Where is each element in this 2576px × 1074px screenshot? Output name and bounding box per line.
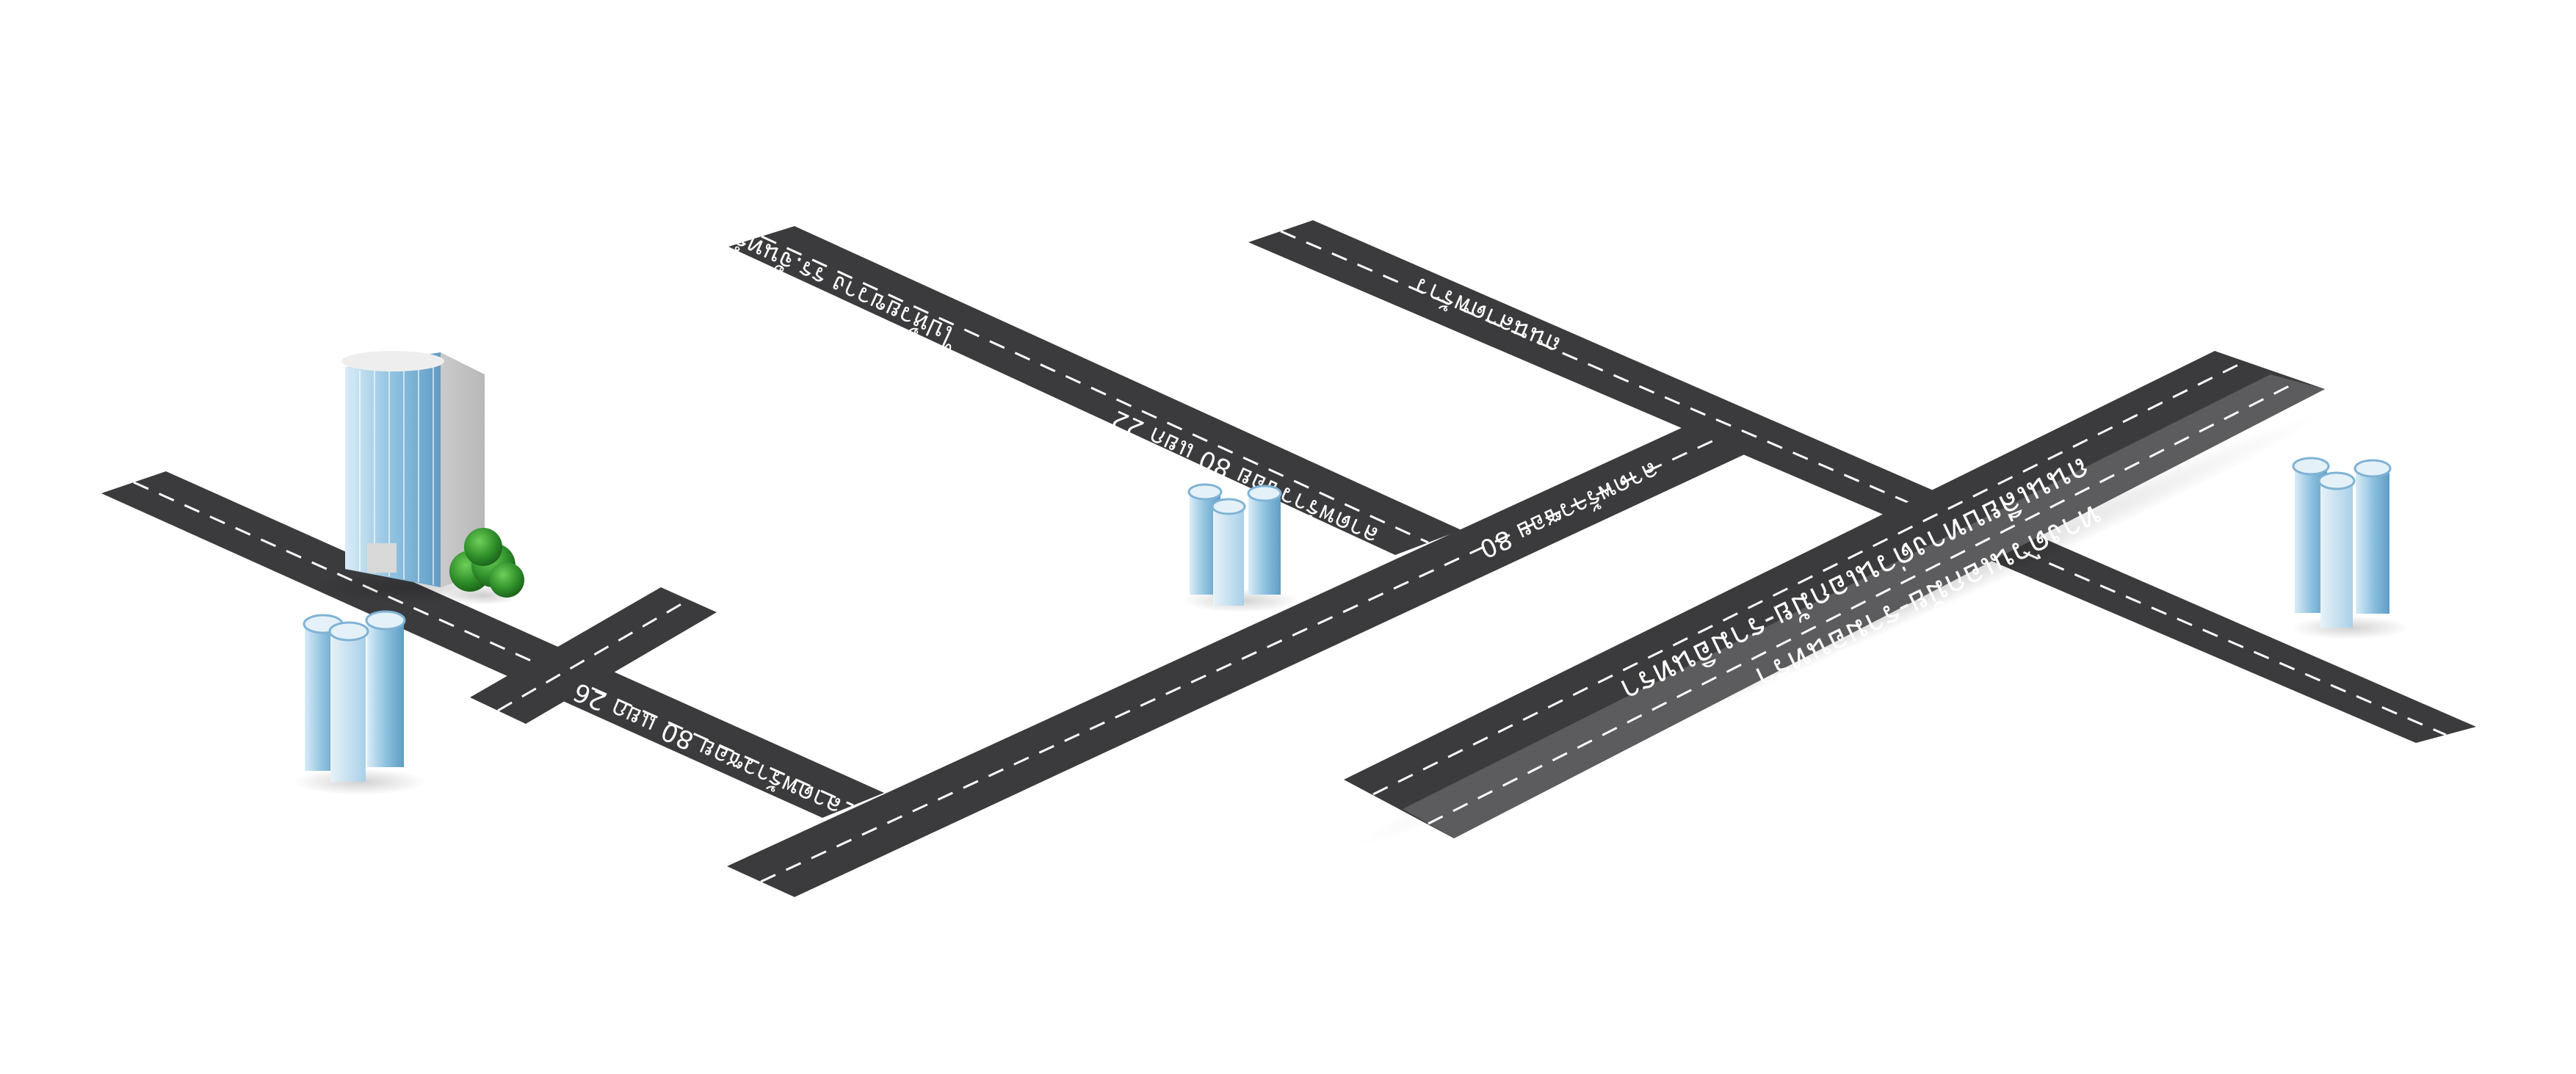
road-label-school-direction: ไปห้วยขวาง รร.จันทร์หุ่นบำเพ็ญ (627, 178, 963, 352)
road-left-spur (470, 587, 717, 724)
road-label-lat-phrao-80: ลาดพร้าวซอย 80 (1475, 455, 1663, 564)
tree-icon (448, 528, 524, 605)
office-tower-icon (308, 351, 514, 603)
condominium-icon-center (1182, 483, 1300, 612)
road-ekkamai-ramindra-expressway (1344, 351, 2325, 838)
road-lat-phrao-80 (727, 427, 1748, 897)
landmarks (294, 351, 2409, 795)
road-lat-phrao-80-26 (101, 471, 884, 818)
condominium-icon-right (2291, 457, 2409, 639)
road-label-lat-phrao-80-26: ลาดพร้าวซอย 80 แยก 26 (569, 676, 847, 821)
road-lat-phrao-main (1248, 220, 2476, 743)
road-school-direction (728, 226, 1461, 555)
roads (101, 220, 2476, 897)
condominium-icon-left (294, 610, 426, 795)
